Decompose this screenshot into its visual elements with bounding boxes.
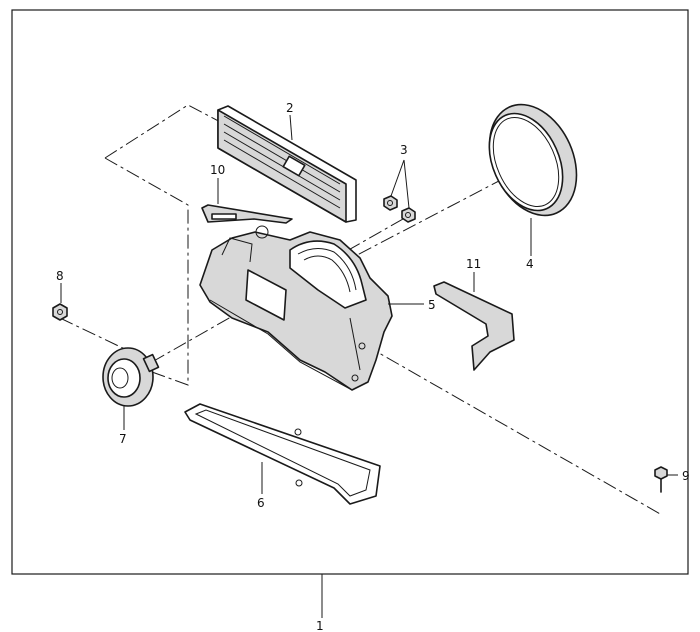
callout-3-label: 3 [400, 143, 408, 157]
callout-3-leader [390, 159, 410, 209]
callout-9-label: 9 [682, 469, 690, 483]
callout-7-label: 7 [119, 432, 127, 446]
blower-case-icon [199, 225, 393, 391]
motor-icon [102, 347, 160, 407]
callout-11-label: 11 [466, 257, 481, 271]
bracket-icon [201, 204, 293, 224]
callout-1-label: 1 [316, 619, 324, 632]
filter-panel-icon [217, 105, 357, 223]
callout-6-label: 6 [257, 496, 265, 510]
callout-2-label: 2 [286, 101, 294, 115]
callout-2-leader [289, 114, 293, 141]
callout-4-label: 4 [526, 257, 534, 271]
nut-icon [52, 303, 68, 321]
gasket-icon [184, 403, 381, 505]
ring-seal-icon [488, 103, 578, 217]
l-bracket-icon [433, 281, 515, 371]
callout-10-label: 10 [210, 163, 225, 177]
assembly-frame [11, 9, 689, 575]
nut-pair-icon [383, 195, 416, 223]
clip-icon [654, 466, 668, 493]
callout-5-label: 5 [428, 298, 436, 312]
callout-8-label: 8 [56, 269, 64, 283]
